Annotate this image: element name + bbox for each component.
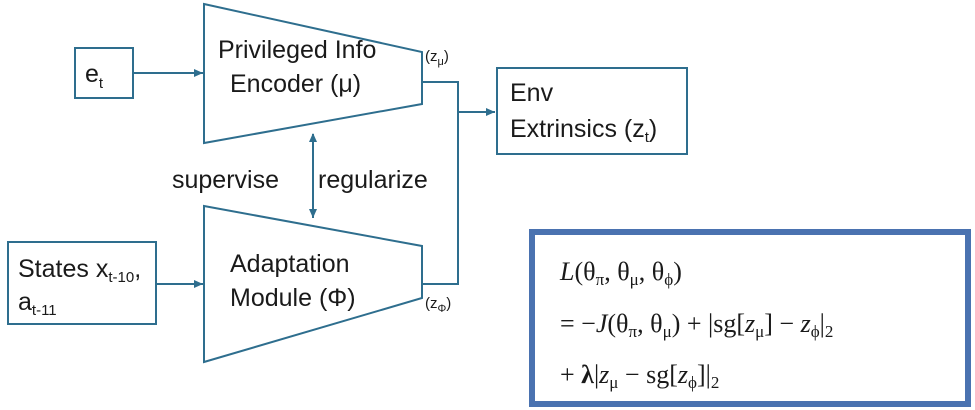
adaptation-to-env-connector (422, 112, 459, 285)
z-mu-label: (zμ) (425, 48, 449, 68)
states-label-line2: at-11 (18, 288, 57, 319)
z-phi-label: (zΦ) (425, 295, 451, 315)
encoder-trapezoid (203, 2, 423, 145)
supervise-label: supervise (172, 166, 279, 194)
formula-line1: L(θπ, θμ, θϕ) (559, 257, 682, 289)
encoder-label-line2: Encoder (μ) (230, 70, 361, 98)
env-label-line1: Env (510, 79, 554, 107)
encoder-to-env-connector (422, 81, 459, 112)
adaptation-trapezoid (203, 204, 423, 364)
env-box (496, 67, 688, 155)
env-label-line2: Extrinsics (zt) (510, 115, 657, 146)
states-label-line1: States xt-10, (18, 255, 141, 286)
encoder-label-line1: Privileged Info (218, 36, 376, 64)
formula-box (529, 229, 971, 407)
et-box (74, 47, 134, 99)
formula-line3: + λ|zμ − sg[zϕ]|2 (560, 360, 719, 392)
formula-line2: = −J(θπ, θμ) + |sg[zμ] − zϕ|2 (560, 309, 833, 341)
et-label: et (85, 60, 104, 92)
adaptation-label-line1: Adaptation (230, 250, 350, 278)
adaptation-label-line2: Module (Φ) (230, 284, 356, 312)
regularize-label: regularize (318, 166, 428, 194)
